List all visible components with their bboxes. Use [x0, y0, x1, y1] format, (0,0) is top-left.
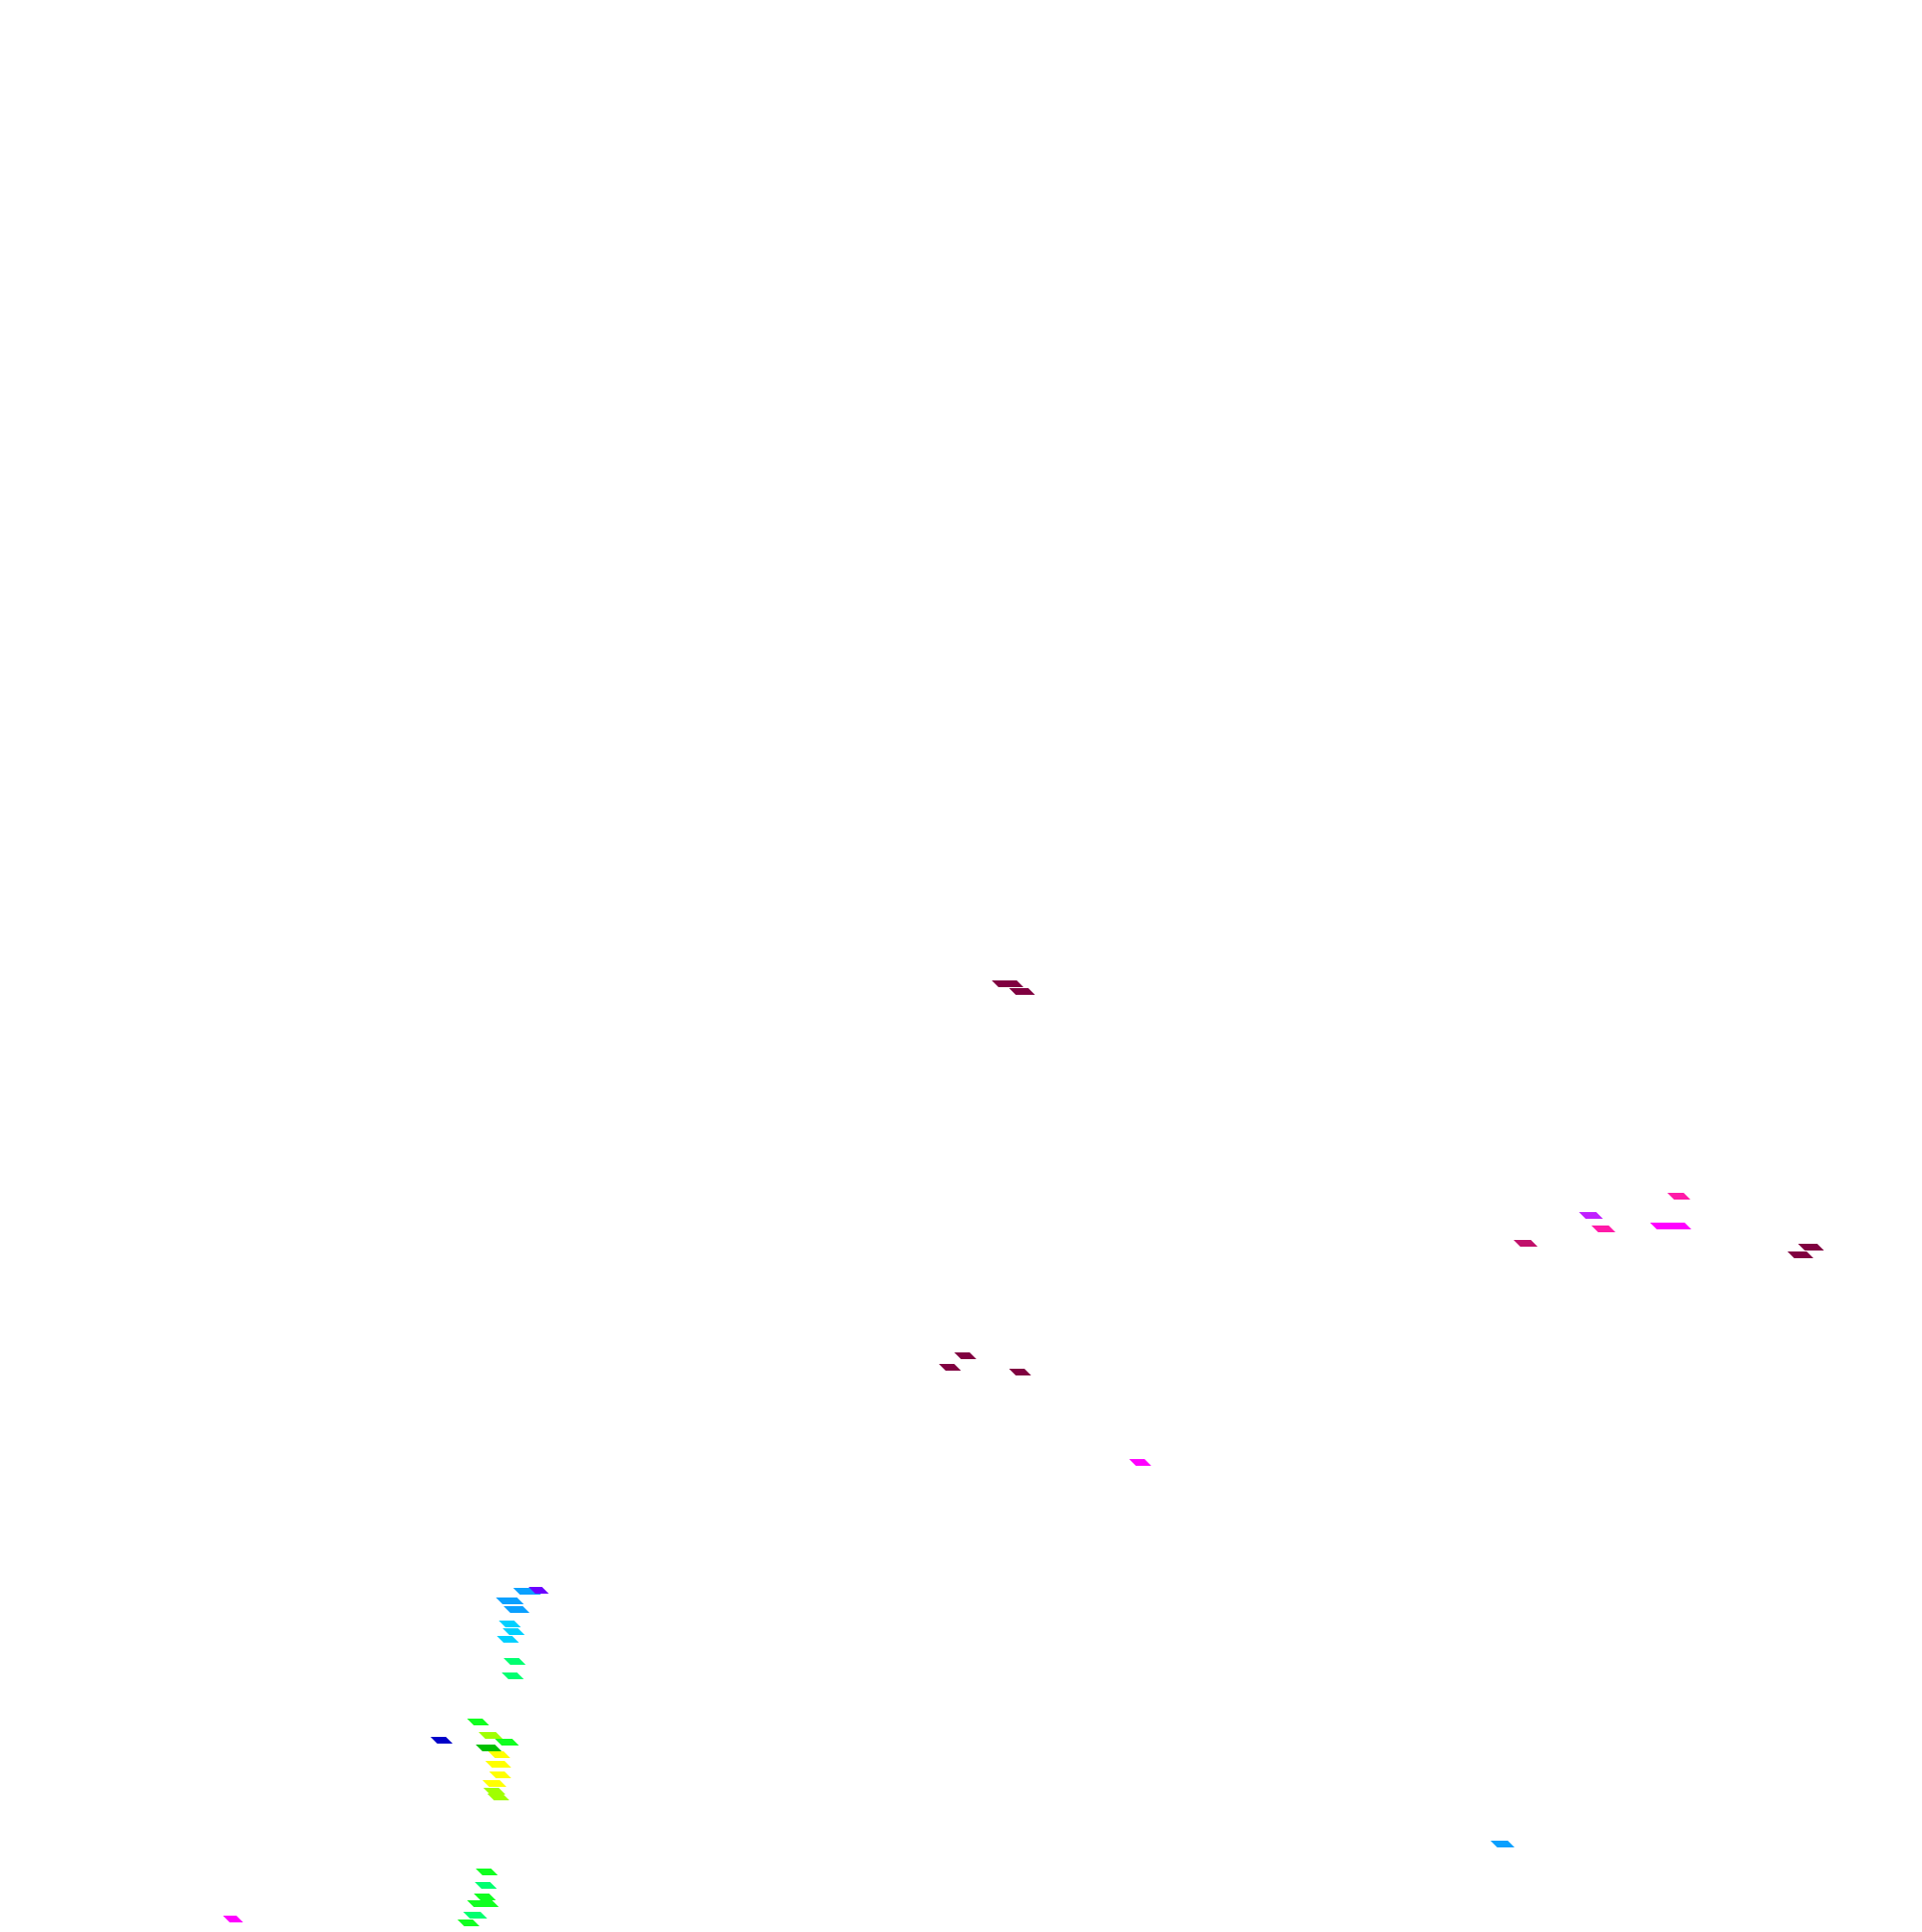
marker-blue-cyan-stack-20 [504, 1658, 526, 1665]
marker-magenta-right-9 [1514, 1240, 1538, 1247]
marker-green-yellow-stack-29 [489, 1771, 511, 1778]
marker-blue-cyan-stack-16 [504, 1606, 530, 1613]
marker-magenta-center-12 [1129, 1459, 1151, 1466]
marker-maroon-right-10 [1798, 1244, 1824, 1251]
marker-maroon-middle-4 [1009, 1369, 1031, 1375]
marker-green-bottom-stack-37 [467, 1900, 499, 1907]
marker-green-bottom-stack-35 [475, 1882, 497, 1889]
marker-magenta-right-7 [1591, 1226, 1615, 1232]
marker-blue-cyan-stack-19 [497, 1636, 519, 1643]
shape-layer [223, 980, 1824, 1926]
marker-blue-cyan-stack-21 [502, 1672, 524, 1679]
marker-green-bottom-stack-34 [476, 1869, 498, 1875]
marker-green-yellow-stack-27 [488, 1751, 510, 1758]
marker-maroon-middle-2 [954, 1352, 976, 1359]
marker-maroon-top-0 [992, 980, 1023, 987]
marker-blue-cyan-stack-14 [529, 1587, 549, 1594]
marker-maroon-middle-3 [939, 1364, 961, 1371]
marker-blue-cyan-stack-18 [503, 1628, 525, 1635]
marker-magenta-right-5 [1667, 1193, 1690, 1200]
marker-green-yellow-stack-23 [467, 1719, 489, 1725]
marker-maroon-right-11 [1787, 1251, 1813, 1258]
marker-green-yellow-stack-32 [487, 1794, 509, 1800]
marker-magenta-right-8 [1650, 1223, 1691, 1229]
marker-green-bottom-stack-39 [457, 1920, 480, 1926]
marker-magenta-bottom-left-40 [223, 1916, 243, 1922]
marker-azure-bottom-right-33 [1491, 1841, 1515, 1847]
marker-blue-cyan-stack-17 [499, 1621, 521, 1627]
marker-green-yellow-stack-26 [476, 1745, 502, 1751]
marker-maroon-top-1 [1009, 988, 1035, 995]
marker-navy-left-22 [431, 1737, 453, 1744]
marker-green-bottom-stack-36 [474, 1894, 496, 1900]
marker-green-bottom-stack-38 [463, 1912, 487, 1919]
marker-blue-cyan-stack-15 [496, 1598, 524, 1604]
marker-magenta-right-6 [1579, 1212, 1603, 1219]
marker-green-yellow-stack-25 [495, 1739, 519, 1746]
marker-green-yellow-stack-30 [482, 1780, 506, 1787]
marker-green-yellow-stack-28 [485, 1761, 511, 1768]
marker-green-yellow-stack-24 [479, 1732, 503, 1739]
marker-green-yellow-stack-31 [483, 1788, 505, 1795]
